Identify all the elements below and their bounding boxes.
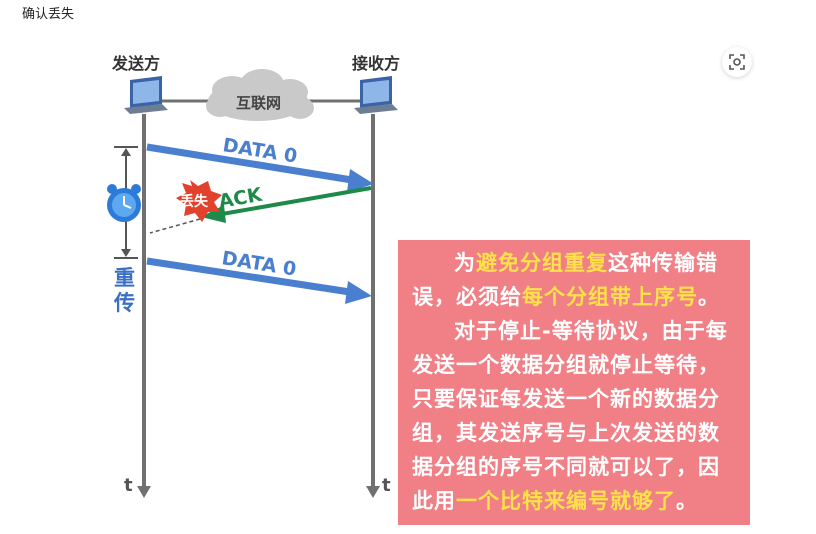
note-highlight: 一个比特来编号就够了 — [456, 489, 676, 513]
visual-search-button[interactable] — [722, 47, 752, 77]
note-paragraph-1: 为避免分组重复这种传输错误，必须给每个分组带上序号。 — [412, 246, 736, 314]
receiver-laptop-icon — [354, 76, 398, 114]
sender-laptop-icon — [124, 76, 168, 114]
explanation-note: 为避免分组重复这种传输错误，必须给每个分组带上序号。 对于停止-等待协议，由于每… — [398, 240, 750, 525]
ack-arrow — [201, 186, 372, 223]
network-label: 互联网 — [236, 94, 281, 112]
retransmit-label-1: 重 — [114, 266, 135, 290]
cloud-icon — [206, 69, 314, 121]
note-paragraph-2: 对于停止-等待协议，由于每发送一个数据分组就停止等待，只要保证每发送一个新的数据… — [412, 314, 736, 518]
lost-label: 丢失 — [180, 193, 209, 210]
ack-lost-dashed — [149, 218, 201, 234]
time-label-left: t — [124, 475, 133, 496]
page-title: 确认丢失 — [22, 7, 75, 22]
time-label-right: t — [382, 475, 391, 496]
sender-label: 发送方 — [111, 54, 160, 73]
lost-badge — [176, 180, 222, 222]
alarm-clock-icon — [107, 184, 141, 222]
sender-timeline — [137, 114, 151, 498]
data0-first-arrow — [146, 143, 374, 192]
visual-search-icon — [729, 54, 745, 70]
note-highlight: 避免分组重复 — [476, 251, 608, 275]
note-text: 为 — [454, 251, 476, 275]
note-text: 。 — [676, 489, 698, 513]
data0-second-arrow — [146, 257, 372, 304]
receiver-label: 接收方 — [352, 54, 400, 73]
note-highlight: 每个分组带上序号 — [522, 285, 698, 309]
receiver-timeline — [366, 114, 380, 498]
note-text: 。 — [698, 285, 720, 309]
note-text: 这种传输错误，必须给 — [412, 251, 718, 309]
retransmit-label-2: 传 — [113, 291, 135, 315]
note-text: 对于停止-等待协议，由于每发送一个数据分组就停止等待，只要保证每发送一个新的数据… — [412, 319, 728, 513]
